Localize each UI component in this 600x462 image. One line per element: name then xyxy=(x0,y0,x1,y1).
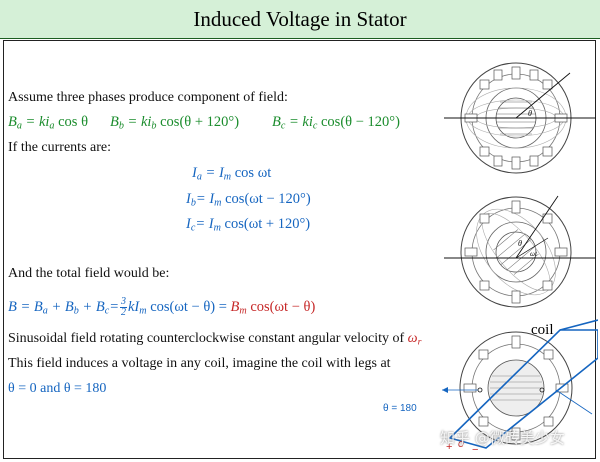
equation-ia: Ia = Im cos ωt xyxy=(192,165,272,183)
assume-text: Assume three phases produce component of… xyxy=(8,90,288,105)
equation-bb: Bb = kib cos(θ + 120°) xyxy=(110,114,240,132)
equation-ba: Ba = kia cos θ xyxy=(8,114,89,132)
equation-ib: Ib= Im cos(ωt − 120°) xyxy=(186,191,311,209)
equation-bc: Bc = kic cos(θ − 120°) xyxy=(272,114,400,132)
theta-label-top: θ xyxy=(528,109,532,118)
motor-diagram-top: θ xyxy=(444,62,596,174)
coil-label: coil xyxy=(531,322,554,338)
theta-label-middle: θ xyxy=(518,239,522,248)
sinusoidal-text: Sinusoidal field rotating counterclockwi… xyxy=(8,331,422,348)
theta-180-label: θ = 180 xyxy=(383,403,417,414)
motor-diagram-coil xyxy=(442,319,598,449)
minus-sign-label: − xyxy=(472,444,479,456)
plus-sign-label: + xyxy=(446,441,453,453)
theta-legs-text: θ = 0 and θ = 180 xyxy=(8,381,107,396)
page-title: Induced Voltage in Stator xyxy=(193,6,407,31)
slide-frame xyxy=(3,40,596,459)
equation-ic: Ic= Im cos(ωt + 120°) xyxy=(186,216,311,234)
title-bar: Induced Voltage in Stator xyxy=(0,0,600,39)
omega-t-label: ωt xyxy=(530,250,538,258)
watermark: 知乎 @微砖美少女 xyxy=(440,429,565,447)
motor-diagram-middle: θ ωt xyxy=(444,195,596,308)
induces-text: This field induces a voltage in any coil… xyxy=(8,356,391,371)
currents-text: If the currents are: xyxy=(8,140,111,155)
e-label: e xyxy=(458,438,465,450)
total-text: And the total field would be: xyxy=(8,266,170,281)
